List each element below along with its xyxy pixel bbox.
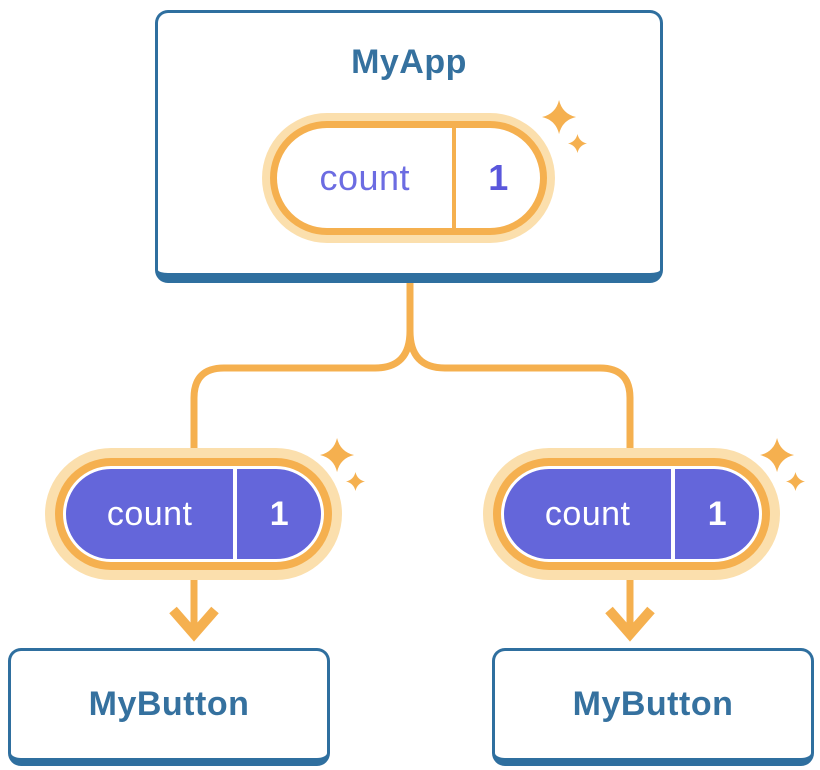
down-arrow-icon-right — [605, 606, 655, 642]
prop-pill-label: count — [106, 494, 193, 533]
state-pill-label: count — [319, 157, 411, 198]
myapp-title: MyApp — [351, 43, 467, 81]
down-arrow-icon-left — [169, 606, 219, 642]
prop-pill-value: 1 — [269, 494, 289, 533]
mybutton-right-prop-pill: count 1 — [501, 466, 762, 562]
pill-divider — [671, 469, 676, 559]
pill-divider — [233, 469, 238, 559]
sparkle-icon — [320, 438, 365, 491]
mybutton-left-box: MyButton — [8, 648, 330, 766]
prop-pill-label: count — [544, 494, 631, 533]
prop-pill-value: 1 — [707, 494, 727, 533]
mybutton-right-title: MyButton — [572, 685, 734, 723]
myapp-state-pill: count 1 — [270, 121, 547, 235]
mybutton-right-box: MyButton — [492, 648, 814, 766]
sparkle-icon — [542, 100, 587, 153]
sparkle-icon — [760, 438, 805, 491]
mybutton-left-prop-pill: count 1 — [63, 466, 324, 562]
mybutton-left-title: MyButton — [88, 685, 250, 723]
pill-divider — [452, 128, 457, 228]
state-pill-value: 1 — [488, 157, 509, 198]
fork-connector-right — [406, 281, 634, 562]
